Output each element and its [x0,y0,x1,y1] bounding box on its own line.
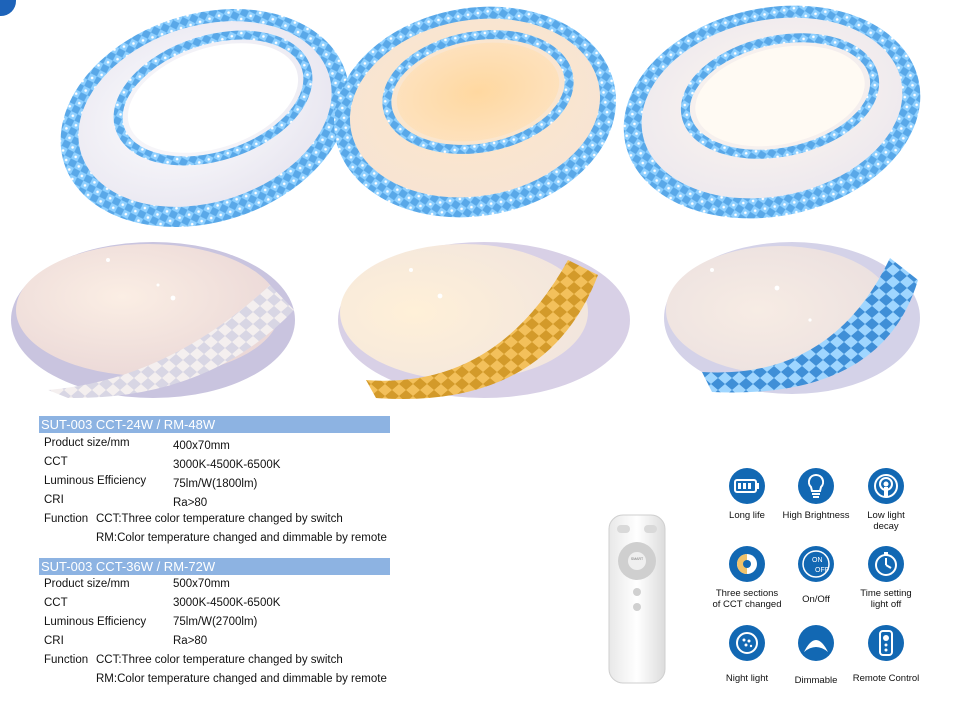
feature-label: Low light decay [867,510,905,532]
corner-badge [0,0,16,16]
timer-icon [868,546,904,582]
spec-value-cri-1: Ra>80 [173,497,208,509]
closeup-photo-blue [664,242,920,394]
spec-label-cct-1: CCT [44,456,68,468]
spec-function-label-2: Function [44,654,89,666]
spec-value-size-1: 400x70mm [173,440,230,452]
remote-control-image: SMART [608,514,666,684]
feature-three-sections-cct: Three sections of CCT changed [702,546,792,610]
lamp-photo-cool [60,9,350,227]
spec-function-label-1: Function [44,513,89,525]
spec-function-line-2b: RM:Color temperature changed and dimmabl… [96,673,387,685]
feature-label: Remote Control [852,673,920,684]
feature-remote-control: Remote Control [841,625,931,684]
feature-label: On/Off [802,594,830,605]
feature-label: Night light [725,673,769,684]
spec-function-line-2a: CCT:Three color temperature changed by s… [96,654,343,666]
spec-value-efficiency-2: 75lm/W(2700lm) [173,616,258,628]
signal-icon [868,468,904,504]
battery-icon [729,468,765,504]
feature-night-light: Night light [702,625,792,684]
remote-center-label: SMART [631,557,644,561]
dimmer-icon [798,625,834,661]
power-toggle-icon: ON OFF [798,546,834,582]
cct-icon [729,546,765,582]
lamp-photo-warm [333,6,617,218]
feature-label: Three sections of CCT changed [712,588,782,610]
spec-value-efficiency-1: 75lm/W(1800lm) [173,478,258,490]
feature-time-setting: Time setting light off [841,546,931,610]
feature-label: Dimmable [794,675,838,686]
bulb-icon [798,468,834,504]
spec-value-size-2: 500x70mm [173,578,230,590]
feature-label: High Brightness [782,510,850,521]
spec-title-1: SUT-003 CCT-24W / RM-48W [39,416,390,433]
spec-function-line-1b: RM:Color temperature changed and dimmabl… [96,532,387,544]
spec-label-cct-2: CCT [44,597,68,609]
spec-function-line-1a: CCT:Three color temperature changed by s… [96,513,343,525]
spec-label-size-2: Product size/mm [44,578,130,590]
on-text: ON [812,557,823,564]
spec-label-cri-2: CRI [44,635,64,647]
remote-icon [868,625,904,661]
spec-value-cct-1: 3000K-4500K-6500K [173,459,281,471]
spec-value-cct-2: 3000K-4500K-6500K [173,597,281,609]
spec-label-efficiency-2: Luminous Efficiency [44,616,147,628]
spec-label-cri-1: CRI [44,494,64,506]
night-light-icon [729,625,765,661]
spec-label-efficiency-1: Luminous Efficiency [44,475,147,487]
off-text: OFF [815,567,829,574]
feature-long-life: Long life [702,468,792,521]
spec-label-size-1: Product size/mm [44,437,130,449]
feature-on-off: ON OFF On/Off [771,546,861,605]
feature-low-light-decay: Low light decay [841,468,931,532]
spec-title-2: SUT-003 CCT-36W / RM-72W [39,558,390,575]
spec-value-cri-2: Ra>80 [173,635,208,647]
closeup-photo-clear [11,242,295,399]
feature-label: Long life [729,510,765,521]
closeup-photo-amber [338,242,630,399]
feature-dimmable: Dimmable [771,625,861,686]
feature-label: Time setting light off [860,588,912,610]
lamp-photo-neutral [623,5,921,219]
feature-high-brightness: High Brightness [771,468,861,521]
